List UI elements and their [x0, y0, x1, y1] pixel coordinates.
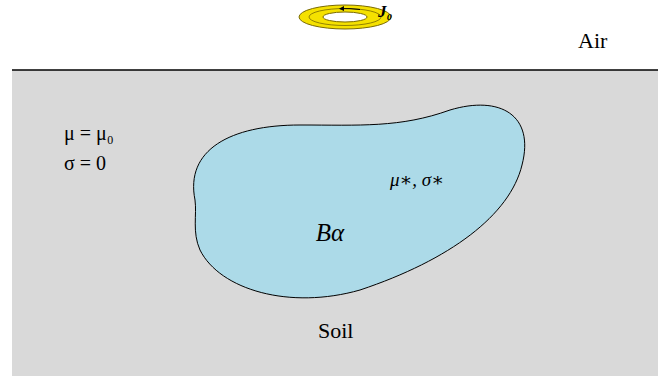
material-label: μ = μ₀	[64, 123, 114, 143]
material-label: μ∗, σ∗	[390, 170, 444, 189]
ground-surface	[12, 69, 658, 71]
region-label: Air	[578, 30, 607, 52]
region-name: Bα	[316, 220, 344, 245]
material-label: σ = 0	[64, 153, 106, 173]
soil-ground	[12, 70, 658, 376]
current-label: J₀	[378, 3, 392, 20]
region-shape	[194, 105, 525, 298]
inclusion-region: Bα μ∗, σ∗	[185, 95, 535, 310]
coil-symbol	[299, 5, 391, 29]
region-outline	[185, 95, 535, 310]
region-label: Soil	[318, 320, 353, 342]
